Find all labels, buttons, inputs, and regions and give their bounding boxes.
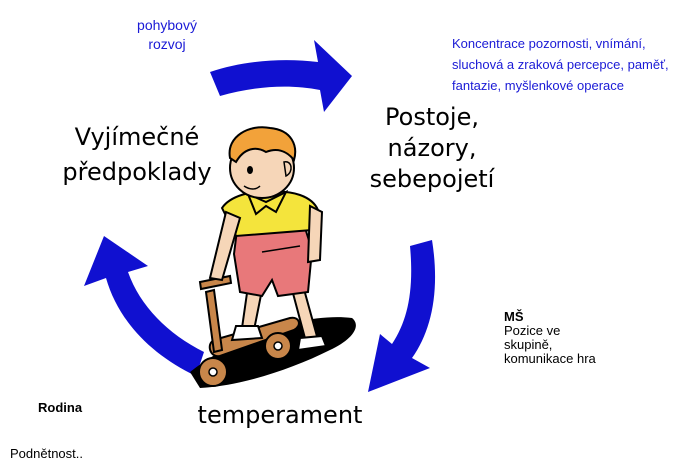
arm-right: [306, 204, 324, 264]
motor-line-1: pohybový: [137, 17, 197, 33]
shoe-left: [230, 325, 264, 342]
attitudes-node: Postoje, názory, sebepojetí: [362, 102, 502, 195]
temperament-node: temperament: [197, 401, 363, 429]
hair: [228, 126, 297, 164]
cognition-label: Koncentrace pozornosti, vnímání, sluchov…: [452, 36, 669, 93]
kindergarten-note: MŠ Pozice ve skupině, komunikace hra: [504, 310, 644, 366]
kindergarten-title: MŠ: [504, 309, 524, 324]
mouth: [243, 185, 261, 190]
ear: [283, 161, 292, 178]
motor-development-label: pohybový rozvoj: [122, 16, 212, 54]
kindergarten-line-1: Pozice ve: [504, 323, 561, 338]
family-title: Rodina: [38, 400, 83, 415]
attitudes-line-3: sebepojetí: [369, 165, 495, 193]
attitudes-line-2: názory,: [387, 134, 477, 162]
kindergarten-line-3: komunikace hra: [504, 351, 596, 366]
kindergarten-line-2: skupině,: [504, 337, 553, 352]
family-text: Podnětnost..: [10, 446, 83, 461]
exceptional-node: Vyjímečné předpoklady: [52, 120, 222, 190]
right-arrow: [368, 240, 436, 392]
shoe-right: [296, 334, 328, 352]
motor-line-2: rozvoj: [148, 36, 186, 52]
scooter-stem: [204, 288, 224, 354]
exceptional-line-2: předpoklady: [62, 158, 212, 186]
left-arrow: [84, 236, 204, 376]
eye: [247, 166, 253, 174]
shirt-collar: [246, 189, 289, 216]
exceptional-line-1: Vyjímečné: [74, 123, 200, 151]
arm-left: [208, 210, 242, 282]
child-on-scooter-illustration: [190, 126, 356, 388]
top-arrow: [210, 40, 352, 112]
attitudes-line-1: Postoje,: [385, 103, 479, 131]
